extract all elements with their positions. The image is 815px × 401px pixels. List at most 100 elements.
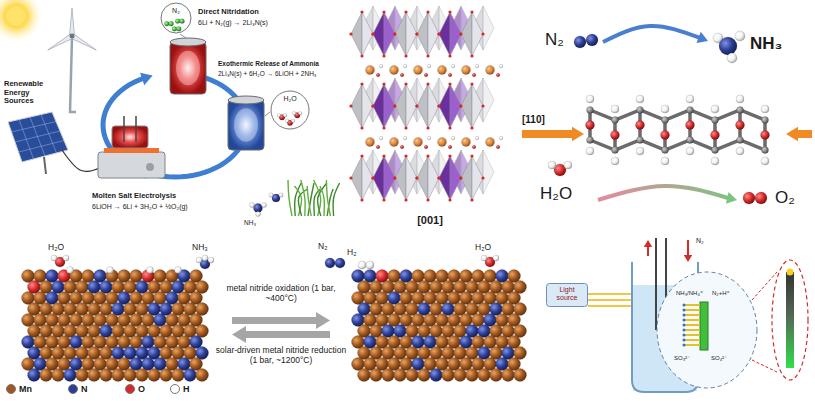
interlayer-atom: [379, 136, 383, 140]
surface-hydrogen: [147, 267, 154, 274]
octahedron: [351, 84, 362, 128]
octahedron: [373, 156, 384, 200]
nh3-molecule: [269, 193, 273, 197]
panel-stand: [44, 157, 46, 174]
atom: [466, 369, 479, 382]
nitride-panel: [22, 255, 527, 382]
direction-arrow: [798, 130, 812, 138]
oxygen-site: [470, 198, 473, 201]
chain-oxygen: [661, 131, 670, 140]
h2o-molecule: [277, 113, 281, 117]
lithium-cycle-panel: [0, 0, 340, 217]
oxygen-site: [360, 10, 363, 13]
label: Molten Salt Electrolysis: [92, 192, 176, 201]
nh3-molecule: [196, 257, 202, 263]
atom: [454, 369, 467, 382]
grass-blade: [333, 183, 340, 216]
oxygen-site: [393, 32, 396, 35]
oxygen-site: [459, 32, 462, 35]
label: NH₃/NH₄⁺: [676, 290, 703, 297]
interlayer-cation: [390, 66, 399, 75]
callout-outline: [161, 3, 191, 33]
label: NH₃: [750, 34, 782, 54]
label: H₂: [347, 248, 356, 258]
oxygen-site: [437, 32, 440, 35]
atom: [358, 369, 371, 382]
box-outline: [547, 284, 588, 307]
node-outline: [160, 2, 192, 34]
interlayer-atom: [472, 73, 476, 77]
nanoparticle: [683, 329, 686, 332]
light-source-box: Light source: [546, 283, 588, 307]
nh3-molecule: [262, 203, 267, 208]
h2o-molecule: [51, 255, 57, 261]
label: N₂: [545, 30, 564, 50]
process-arrow-head: [316, 312, 330, 329]
oxygen-site: [371, 32, 374, 35]
oxygen-site: [404, 54, 407, 57]
chain-metal: [687, 107, 694, 114]
chain-metal: [662, 117, 669, 124]
chain-hydrogen: [611, 157, 619, 165]
oxygen-site: [426, 198, 429, 201]
interlayer-atom: [475, 136, 479, 140]
label: Direct Nitridation: [198, 8, 259, 17]
octahedron: [384, 156, 395, 200]
surface-hydrogen: [107, 267, 114, 274]
atom: [136, 369, 149, 382]
oxygen-site: [371, 32, 374, 35]
atom: [502, 369, 515, 382]
cell-panel: [588, 238, 808, 392]
interlayer-cation: [462, 138, 471, 147]
oxygen-site: [437, 104, 440, 107]
oxygen-site: [437, 32, 440, 35]
oxygen-site: [393, 104, 396, 107]
legend-swatch: [125, 384, 135, 394]
chain-hydrogen: [636, 95, 644, 103]
label: SO₄²⁻: [711, 355, 727, 362]
nanorod: [684, 304, 700, 306]
light-beam: [588, 299, 633, 301]
octahedron: [351, 156, 362, 200]
n2-molecule: [175, 19, 180, 24]
interlayer-cation: [366, 138, 375, 147]
atom: [172, 369, 185, 382]
h2o-molecule: [63, 255, 69, 261]
octahedron: [472, 12, 483, 56]
oxygen-site: [415, 176, 418, 179]
grass-blade: [318, 183, 327, 216]
octahedron: [417, 156, 428, 200]
n2-molecule: [335, 258, 345, 268]
octahedron: [439, 156, 450, 200]
oxygen-site: [448, 154, 451, 157]
interlayer-atom: [379, 64, 383, 68]
gas-inlet-head: [684, 255, 692, 262]
atom: [442, 369, 455, 382]
atom: [196, 369, 209, 382]
interlayer-atom: [496, 145, 500, 149]
oxygen-site: [426, 154, 429, 157]
oxygen-site: [415, 32, 418, 35]
label: NH₃: [244, 219, 256, 226]
oxygen-site: [470, 126, 473, 129]
oxygen-site: [371, 104, 374, 107]
label: 6LiOH → 6Li + 3H₂O + ½O₂(g): [92, 203, 188, 211]
octahedron: [428, 84, 439, 128]
direction-arrow: [522, 130, 574, 138]
oxygen-site: [404, 154, 407, 157]
legend-item: O: [125, 384, 145, 394]
interlayer-cation: [414, 66, 423, 75]
nanorod: [684, 309, 700, 311]
nanorod: [684, 334, 700, 336]
octahedron: [450, 84, 461, 128]
atom: [112, 369, 125, 382]
nitridation-reactor-glow: [176, 51, 200, 86]
panel-grid: [41, 115, 57, 154]
label: H₂O: [540, 184, 572, 204]
h2-molecule: [358, 261, 366, 269]
legend-text: H: [183, 384, 190, 394]
electrode-lead: [655, 238, 657, 330]
hot-plate-knob: [146, 163, 154, 171]
oxygen-site: [448, 126, 451, 129]
oxygen-site: [470, 54, 473, 57]
